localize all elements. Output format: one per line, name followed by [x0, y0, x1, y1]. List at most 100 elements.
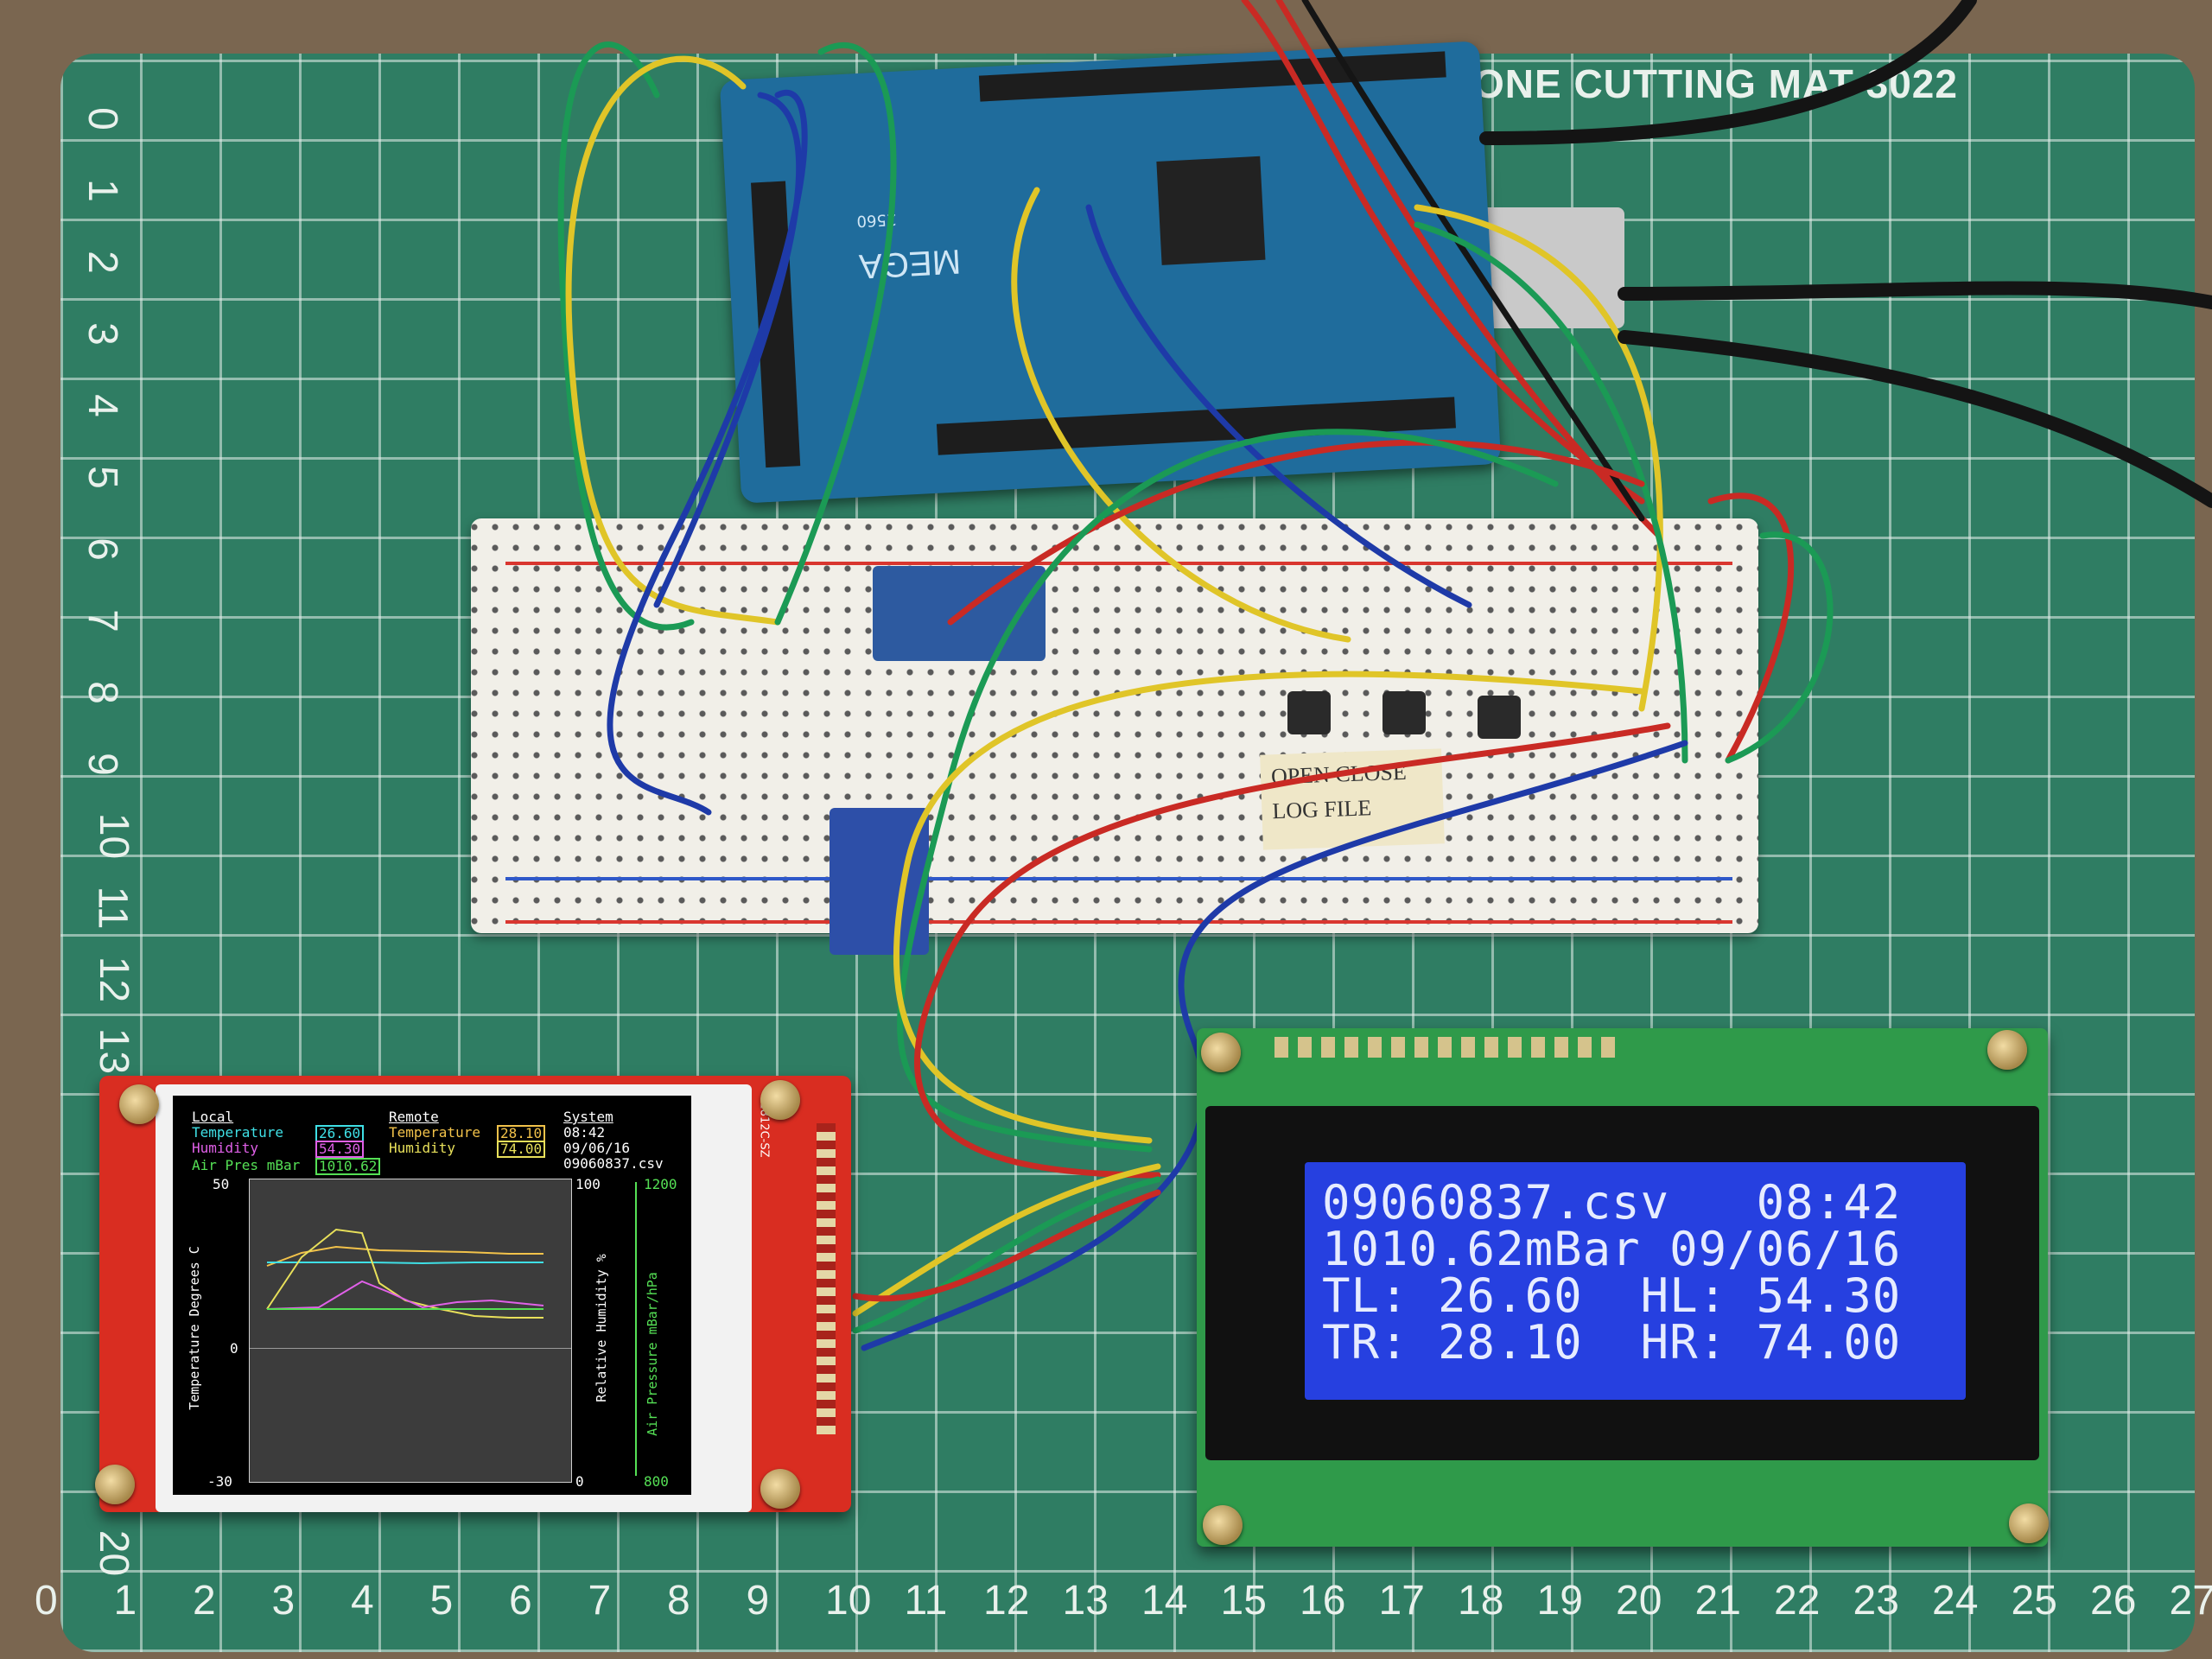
usb-cable-1: [1479, 0, 1977, 145]
tft-sys-file: 09060837.csv: [563, 1155, 664, 1172]
mat-ruler-bottom-number: 5: [429, 1578, 454, 1624]
mat-ruler-bottom-number: 13: [1062, 1578, 1109, 1624]
rail-red-top: [505, 562, 1732, 565]
tft-display: Local Remote System Temperature 26.60 Hu…: [173, 1096, 691, 1495]
tft-sys-date: 09/06/16: [563, 1140, 631, 1156]
mat-ruler-bottom-number: 1: [113, 1578, 137, 1624]
wire-yellow-5: [852, 1163, 1161, 1317]
wire-yellow-1: [565, 55, 781, 626]
mat-ruler-bottom-number: 2: [193, 1578, 216, 1624]
mat-ruler-bottom-number: 6: [509, 1578, 532, 1624]
tft-remote-temp-label: Temperature: [389, 1124, 480, 1141]
lcd-screw-bl: [1203, 1505, 1243, 1545]
mat-ruler-bottom-number: 20: [1616, 1578, 1662, 1624]
wire-green-3: [1414, 221, 1688, 764]
lcd-screw-tr: [1987, 1030, 2027, 1070]
push-button-3[interactable]: [1478, 696, 1521, 739]
wire-green-2: [774, 42, 897, 626]
mat-ruler-bottom-number: 15: [1220, 1578, 1267, 1624]
push-button-1[interactable]: [1287, 691, 1331, 734]
tft-remote-header: Remote: [389, 1109, 439, 1125]
tft-local-temp-value: 26.60: [315, 1125, 365, 1142]
wire-red-2: [1275, 0, 1662, 539]
mat-ruler-bottom-number: 22: [1774, 1578, 1821, 1624]
wire-green-1: [557, 41, 695, 631]
wire-red-4: [914, 722, 1671, 1179]
tft-system-header: System: [563, 1109, 613, 1125]
wire-yellow-4: [893, 671, 1645, 1144]
wire-red-1: [1241, 0, 1645, 505]
mat-ruler-bottom-number: 11: [904, 1578, 948, 1624]
mat-ruler-bottom-number: 26: [2090, 1578, 2137, 1624]
tft-remote-hum-label: Humidity: [389, 1140, 456, 1156]
wire-black-1: [1301, 0, 1645, 522]
wire-red-6: [852, 1189, 1161, 1302]
mat-ruler-bottom-number: 24: [1932, 1578, 1979, 1624]
mat-ruler-bottom-number: 8: [667, 1578, 690, 1624]
tft-screw-bl: [95, 1465, 135, 1504]
mat-ruler-bottom-number: 7: [588, 1578, 612, 1624]
rail-blue-bottom: [505, 877, 1732, 880]
mat-ruler-bottom-number: 21: [1694, 1578, 1741, 1624]
usb-cable-2: [1618, 281, 2212, 309]
line-local-temp: [267, 1262, 543, 1265]
tft-local-hum-label: Humidity: [192, 1140, 259, 1156]
tft-tick-right-bottom: 0: [575, 1473, 584, 1490]
lcd-row-3: TL: 26.60 HL: 54.30: [1322, 1268, 1902, 1323]
tft-tick-left-top: 50: [213, 1176, 230, 1192]
lcd-row-1: 09060837.csv 08:42: [1322, 1175, 1902, 1230]
push-button-2[interactable]: [1382, 691, 1426, 734]
tft-remote-hum-value: 74.00: [497, 1141, 546, 1158]
tft-tick-left-mid: 0: [230, 1340, 238, 1357]
mat-ruler-bottom-number: 16: [1300, 1578, 1346, 1624]
breadboard: [471, 518, 1758, 933]
mat-ruler-bottom-number: 3: [271, 1578, 296, 1624]
tft-tick-left-bottom: -30: [207, 1473, 232, 1490]
mat-ruler-bottom-number: 23: [1853, 1578, 1899, 1624]
wire-yellow-3: [1011, 187, 1351, 643]
wire-blue-2: [653, 92, 803, 608]
wire-green-6: [852, 1176, 1161, 1334]
tft-tick-far-top: 1200: [644, 1176, 677, 1192]
tft-screw-tr: [760, 1080, 800, 1120]
mat-ruler-bottom-number: 4: [351, 1578, 374, 1624]
mat-ruler-bottom-number: 9: [746, 1578, 770, 1624]
tft-y-left-label: Temperature Degrees C: [186, 1246, 202, 1410]
tft-y-right-label: Relative Humidity %: [593, 1254, 609, 1402]
mat-ruler-bottom-number: 10: [825, 1578, 872, 1624]
mat-ruler-bottom-number: 17: [1378, 1578, 1425, 1624]
tft-tick-right-top: 100: [575, 1176, 601, 1192]
wire-red-3: [947, 439, 1645, 626]
tft-remote-temp-value: 28.10: [497, 1125, 546, 1142]
rail-red-bottom: [505, 920, 1732, 924]
line-local-hum: [266, 1280, 544, 1310]
tft-y-far-label: Air Pressure mBar/hPa: [644, 1272, 660, 1436]
wire-red-5: [1707, 493, 1795, 764]
lcd-pin-header: [1274, 1037, 1620, 1058]
tft-tick-far-bottom: 800: [644, 1473, 669, 1490]
wire-yellow-2: [1414, 204, 1663, 712]
tft-screw-br: [760, 1469, 800, 1509]
usb-cable-3: [1618, 330, 2212, 508]
tft-plot-lines: [266, 1228, 544, 1319]
mat-ruler-bottom-number: 25: [2011, 1578, 2057, 1624]
mat-ruler-bottom-number: 27: [2169, 1578, 2212, 1624]
lcd-panel: [1305, 1162, 1966, 1400]
wire-green-5: [1725, 531, 1834, 764]
tft-pressure-axis: [635, 1182, 637, 1476]
tft-local-temp-label: Temperature: [192, 1124, 283, 1141]
tft-local-header: Local: [192, 1109, 234, 1125]
mat-ruler-bottom-number: 18: [1458, 1578, 1504, 1624]
tft-local-hum-value: 54.30: [315, 1141, 365, 1158]
lcd-screw-br: [2009, 1503, 2049, 1543]
mat-ruler-bottom-number: 19: [1536, 1578, 1583, 1624]
tft-screw-tl: [119, 1084, 159, 1124]
wire-green-4: [897, 429, 1559, 1153]
tft-plot-area: [249, 1179, 572, 1483]
tft-sys-time: 08:42: [563, 1124, 606, 1141]
mat-ruler-bottom-number: 12: [983, 1578, 1030, 1624]
line-remote-hum: [266, 1228, 543, 1319]
tft-air-pres-label: Air Pres mBar: [192, 1157, 301, 1173]
wire-blue-1: [607, 89, 808, 816]
